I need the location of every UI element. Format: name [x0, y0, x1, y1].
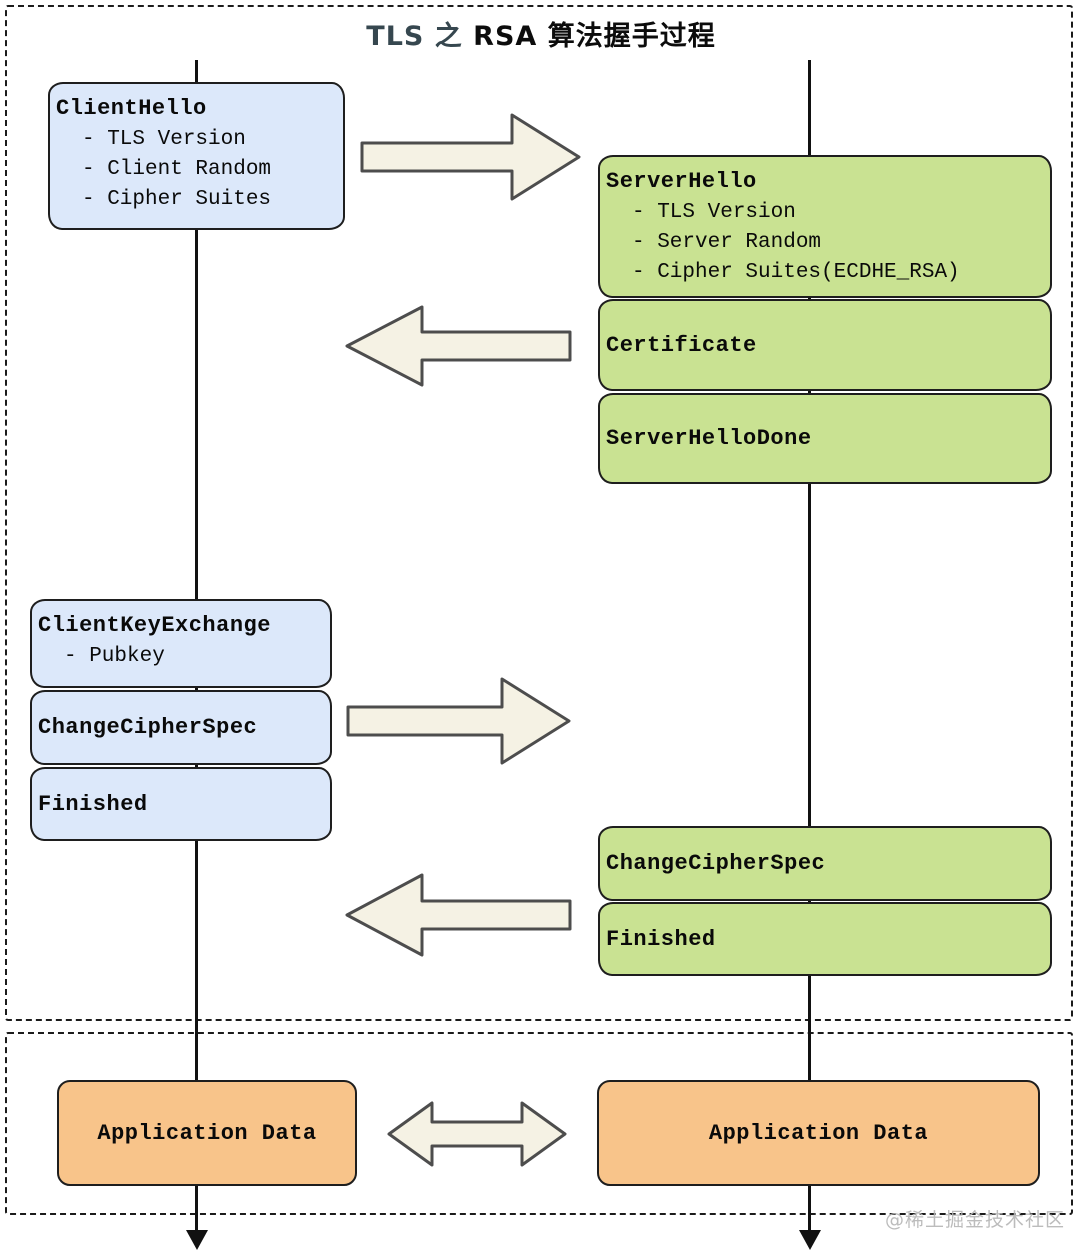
server-application-data-title: Application Data	[708, 1120, 929, 1146]
server-change-cipher-spec-box: ChangeCipherSpec	[598, 826, 1052, 901]
server-hello-items: - TLS Version - Server Random - Cipher S…	[600, 198, 1050, 288]
client-application-data-title: Application Data	[97, 1120, 317, 1146]
block-arrow-right-icon	[346, 677, 571, 765]
list-item: - Server Random	[632, 231, 822, 254]
title-accent-text: TLS 之	[366, 21, 463, 52]
server-hello-done-title: ServerHelloDone	[606, 426, 812, 451]
server-lifeline	[808, 60, 811, 1232]
client-key-exchange-title: ClientKeyExchange	[38, 613, 271, 638]
client-finished-box: Finished	[30, 767, 332, 841]
block-arrow-left-icon	[345, 305, 572, 387]
server-finished-title: Finished	[606, 926, 716, 952]
list-item: - Cipher Suites(ECDHE_RSA)	[632, 261, 960, 284]
client-hello-items: - TLS Version - Client Random - Cipher S…	[50, 125, 343, 215]
server-hello-box: ServerHello - TLS Version - Server Rando…	[598, 155, 1052, 298]
client-lifeline-arrow-down-icon	[186, 1230, 208, 1250]
server-lifeline-arrow-down-icon	[799, 1230, 821, 1250]
block-arrow-left-icon	[345, 873, 572, 957]
server-change-cipher-spec-title: ChangeCipherSpec	[606, 851, 826, 876]
list-item: - Client Random	[82, 158, 272, 181]
server-hello-done-box: ServerHelloDone	[598, 393, 1052, 484]
certificate-title: Certificate	[606, 332, 757, 358]
client-key-exchange-box: ClientKeyExchange - Pubkey	[30, 599, 332, 688]
block-arrow-double-icon	[387, 1101, 567, 1167]
client-application-data-box: Application Data	[57, 1080, 357, 1186]
watermark-text: @稀土掘金技术社区	[885, 1209, 1066, 1231]
server-finished-box: Finished	[598, 902, 1052, 976]
client-change-cipher-spec-box: ChangeCipherSpec	[30, 690, 332, 765]
title-main-text: RSA 算法握手过程	[462, 21, 716, 52]
application-data-phase-border	[5, 1032, 1073, 1215]
list-item: - TLS Version	[82, 128, 246, 151]
server-application-data-box: Application Data	[597, 1080, 1040, 1186]
client-hello-title: ClientHello	[56, 96, 207, 121]
page-title: TLS 之 RSA 算法握手过程	[0, 14, 1082, 53]
client-key-exchange-items: - Pubkey	[32, 642, 330, 672]
block-arrow-right-icon	[360, 113, 581, 201]
certificate-box: Certificate	[598, 299, 1052, 391]
list-item: - Pubkey	[64, 645, 165, 668]
handshake-phase-border	[5, 5, 1073, 1021]
server-hello-title: ServerHello	[606, 169, 757, 194]
client-hello-box: ClientHello - TLS Version - Client Rando…	[48, 82, 345, 230]
client-change-cipher-spec-title: ChangeCipherSpec	[38, 715, 258, 740]
client-finished-title: Finished	[38, 791, 148, 817]
list-item: - TLS Version	[632, 201, 796, 224]
list-item: - Cipher Suites	[82, 188, 272, 211]
